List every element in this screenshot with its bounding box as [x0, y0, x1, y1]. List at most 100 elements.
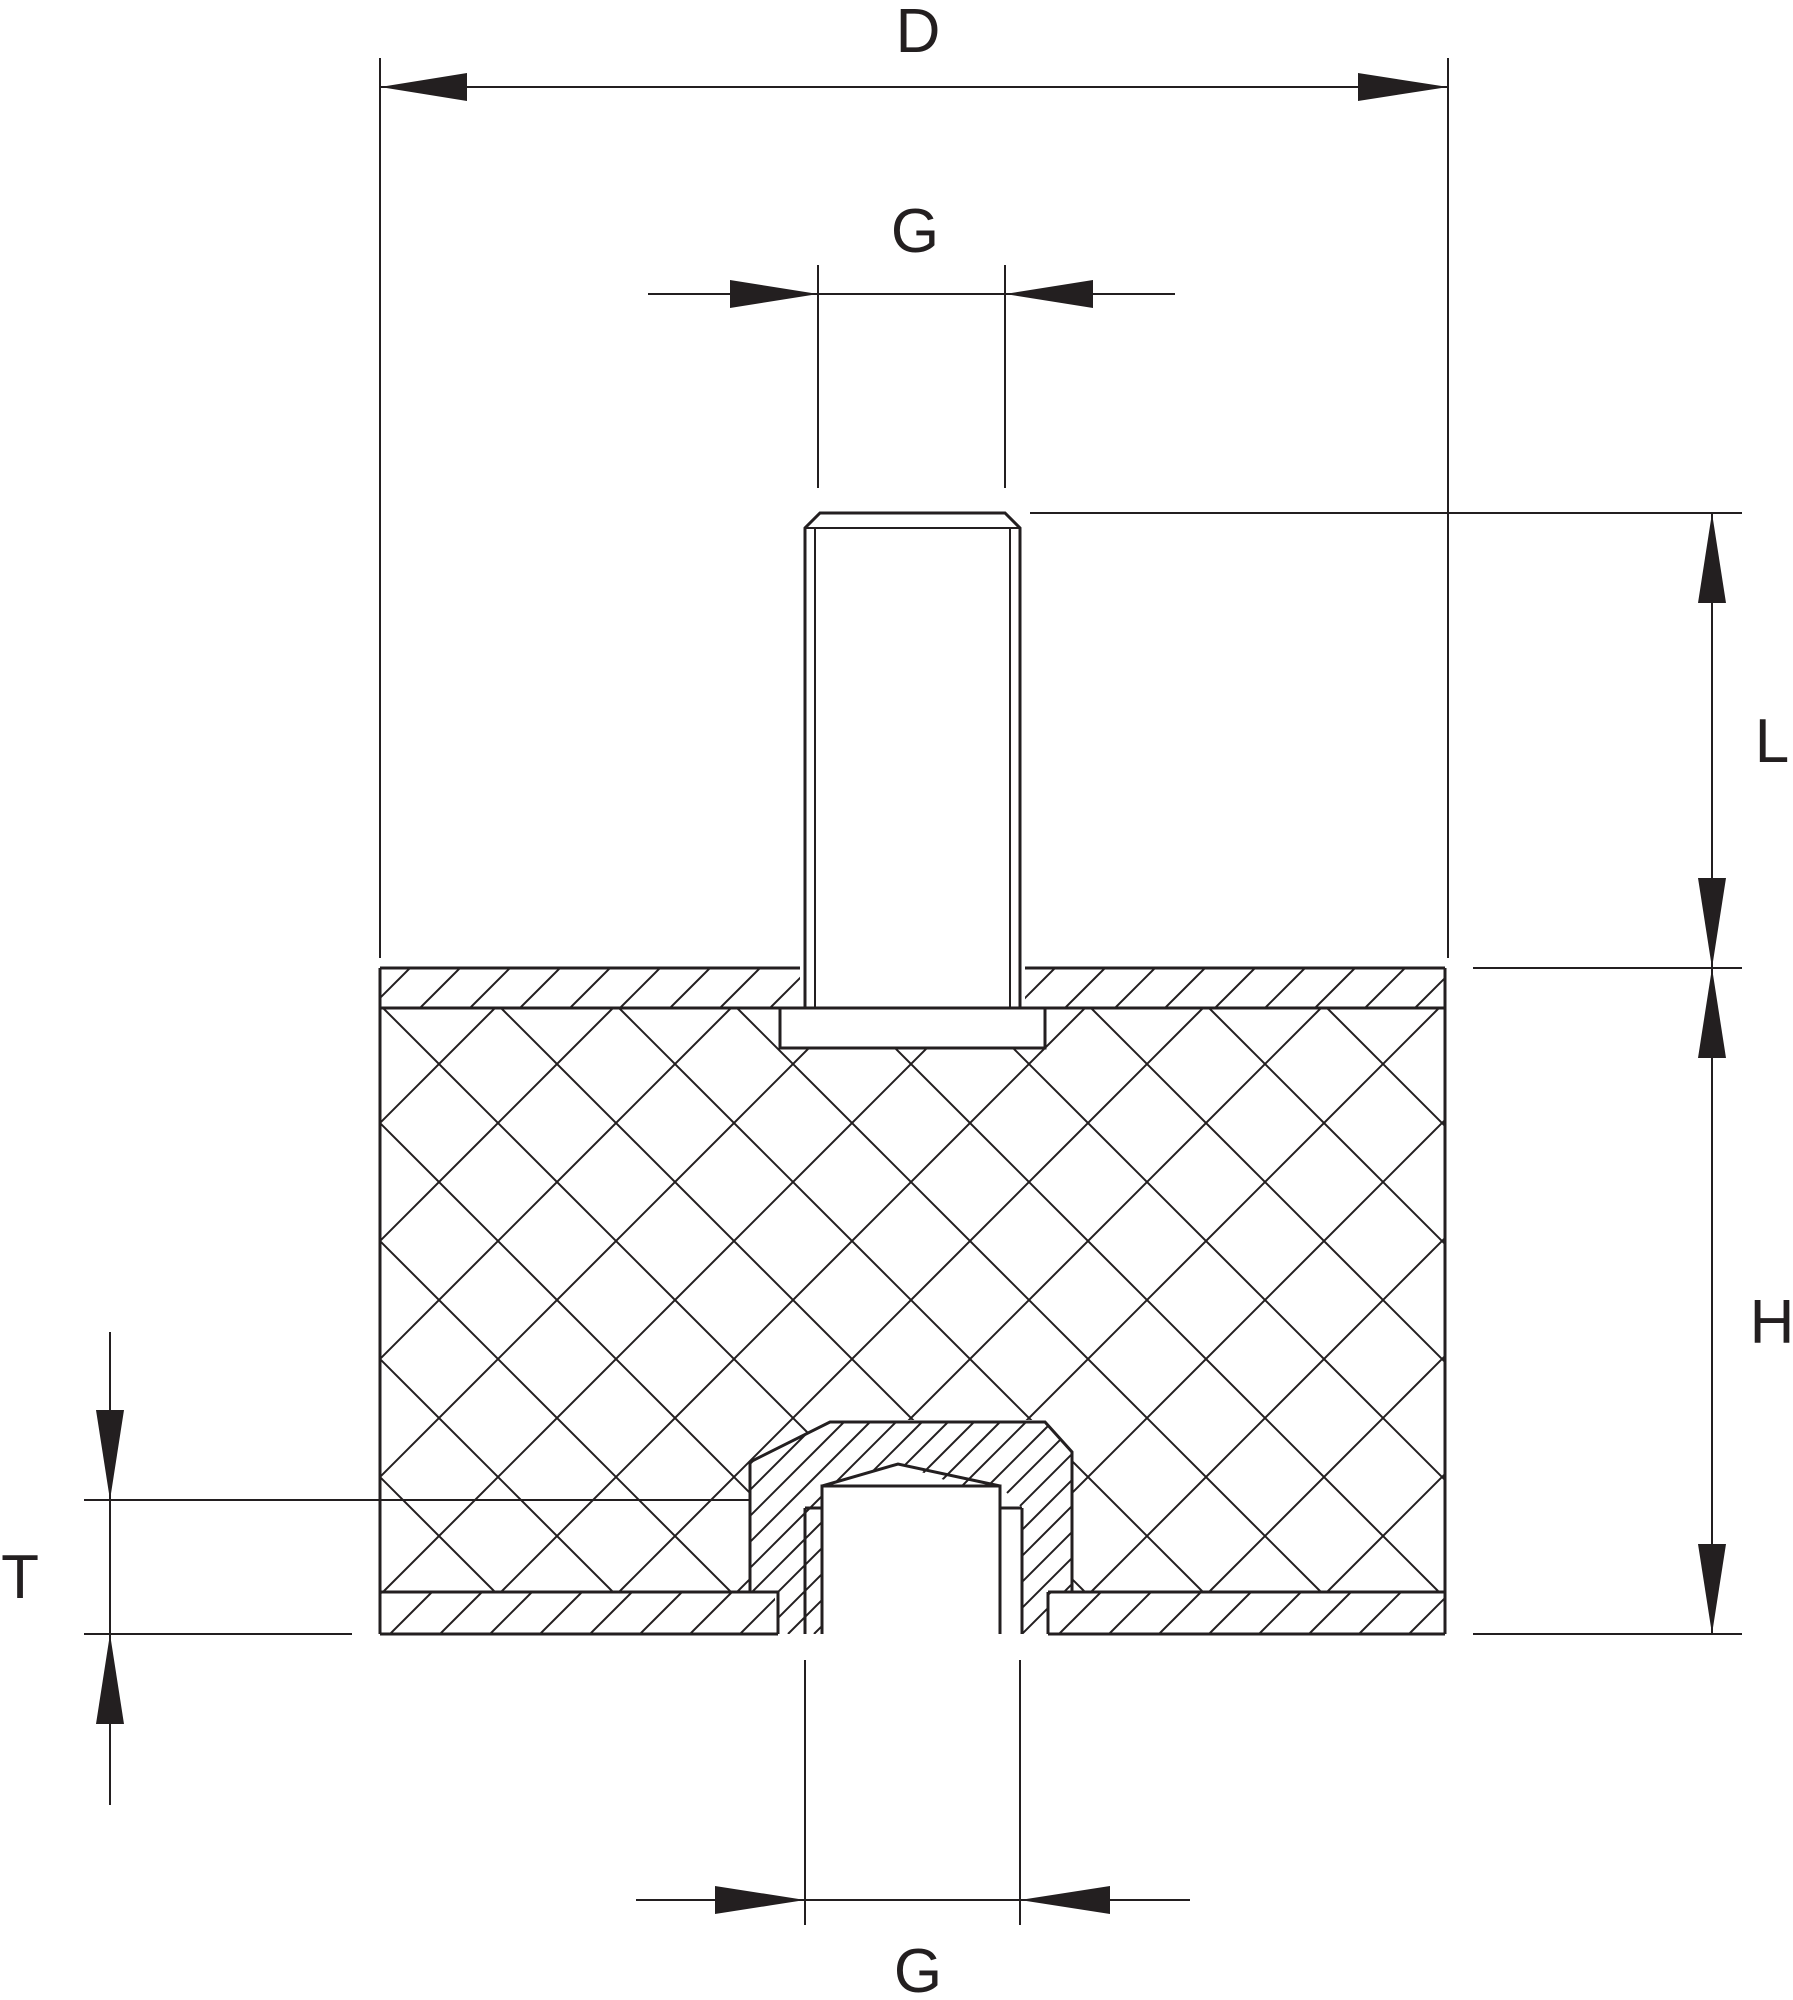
hatch-line: [750, 1422, 793, 1634]
rubber-body: [0, 1006, 1447, 1592]
hatch-line: [943, 1422, 1072, 1634]
hatch-line: [1214, 968, 1256, 1008]
hatch-line: [995, 1422, 1072, 1634]
hatch-line: [618, 1008, 1204, 1592]
hatch-line: [1565, 968, 1605, 1008]
hatch-line: [0, 1008, 141, 1592]
hatch-line: [969, 1422, 1072, 1634]
hatch-line: [1509, 1592, 1551, 1634]
bottom-threaded-insert: [346, 1420, 1793, 1634]
hatch-line: [380, 1592, 383, 1596]
hatch-line: [1776, 1422, 1793, 1634]
hatch-line: [859, 1592, 901, 1634]
hatch-line: [450, 1422, 662, 1634]
hatch-line: [1414, 976, 1445, 1008]
hatch-line: [719, 968, 761, 1008]
hatch-line: [615, 968, 655, 1008]
hatch-line: [1542, 1422, 1754, 1634]
hatch-line: [0, 1008, 23, 1592]
hatch-line: [1724, 1422, 1793, 1634]
dimension-t: T: [1, 1332, 750, 1805]
hatch-line: [1594, 1422, 1793, 1634]
hatch-line: [839, 1422, 1053, 1634]
hatch-line: [609, 1592, 651, 1634]
hatch-line: [320, 968, 360, 1008]
hatch-line: [1020, 968, 1060, 1008]
hatch-line: [659, 1592, 701, 1634]
hatch-line: [787, 1422, 1001, 1634]
hatch-line: [419, 968, 461, 1008]
hatch-line: [1170, 968, 1210, 1008]
hatch-line: [1314, 968, 1356, 1008]
hatch-line: [965, 968, 1005, 1008]
hatch-line: [528, 1422, 740, 1634]
hatch-line: [0, 1008, 259, 1592]
hatch-line: [1568, 1422, 1780, 1634]
hatch-line: [190, 1592, 232, 1634]
hatch-line: [220, 968, 260, 1008]
hatch-line: [715, 968, 755, 1008]
hatch-line: [736, 1008, 1322, 1592]
hatch-line: [909, 1592, 951, 1634]
hatch-line: [1208, 1008, 1445, 1592]
hatch-line: [1326, 1008, 1445, 1592]
hatch-line: [689, 1592, 733, 1634]
bottom-plate: [140, 1590, 1601, 1636]
hatch-line: [389, 1592, 433, 1634]
hatch-line: [870, 968, 910, 1008]
hatch-line: [1715, 968, 1755, 1008]
hatch-line: [380, 1008, 496, 1592]
hatch-line: [70, 968, 110, 1008]
hatch-line: [915, 968, 955, 1008]
hatch-line: [1364, 968, 1406, 1008]
hatch-line: [765, 968, 805, 1008]
hatch-line: [240, 1592, 282, 1634]
hatch-line: [380, 1008, 614, 1592]
hatch-line: [1090, 1008, 1445, 1592]
hatch-line: [1114, 968, 1156, 1008]
threaded-stud: [803, 511, 1022, 1008]
hatch-line: [424, 1422, 636, 1634]
hatch-line: [1270, 968, 1310, 1008]
hatch-line: [709, 1592, 751, 1634]
hatch-line: [1620, 1422, 1793, 1634]
hatch-line: [1178, 1422, 1390, 1634]
hatch-line: [1220, 968, 1260, 1008]
hatch-line: [519, 968, 561, 1008]
hatch-line: [1230, 1422, 1442, 1634]
hatch-line: [380, 1008, 496, 1592]
hatch-line: [380, 968, 411, 1000]
hatch-line: [920, 968, 960, 1008]
hatch-line: [1516, 1422, 1728, 1634]
hatch-line: [1126, 1422, 1338, 1634]
thread-bottom-label: G: [894, 1937, 942, 2000]
hatch-line: [865, 1422, 1072, 1634]
hatch-line: [0, 1008, 377, 1592]
hatch-line: [739, 1597, 775, 1634]
hatch-line: [1264, 968, 1306, 1008]
hatch-line: [940, 1592, 982, 1634]
hatch-line: [380, 1008, 614, 1592]
hatch-line: [1438, 1422, 1650, 1634]
hatch-line: [1459, 1592, 1501, 1634]
hatch-line: [917, 1422, 1072, 1634]
hatch-line: [972, 1008, 1445, 1592]
hatch-line: [750, 1422, 923, 1634]
hatch-line: [1048, 1592, 1052, 1597]
hatch-line: [865, 968, 905, 1008]
hatch-line: [1282, 1422, 1494, 1634]
hatch-line: [820, 968, 860, 1008]
bottom-bore: [820, 1484, 1002, 1634]
hatch-line: [970, 968, 1010, 1008]
hatch-line: [140, 1592, 182, 1634]
hatch-line: [569, 968, 611, 1008]
hatch-line: [669, 968, 711, 1008]
hatch-line: [750, 1422, 845, 1634]
hatch-line: [346, 1422, 558, 1634]
hatch-line: [1765, 968, 1793, 1008]
hatch-line: [1559, 1592, 1601, 1634]
hatch-line: [665, 968, 705, 1008]
stud-length-label: L: [1755, 707, 1789, 776]
hatch-line: [439, 1592, 483, 1634]
hatch-line: [1465, 968, 1505, 1008]
